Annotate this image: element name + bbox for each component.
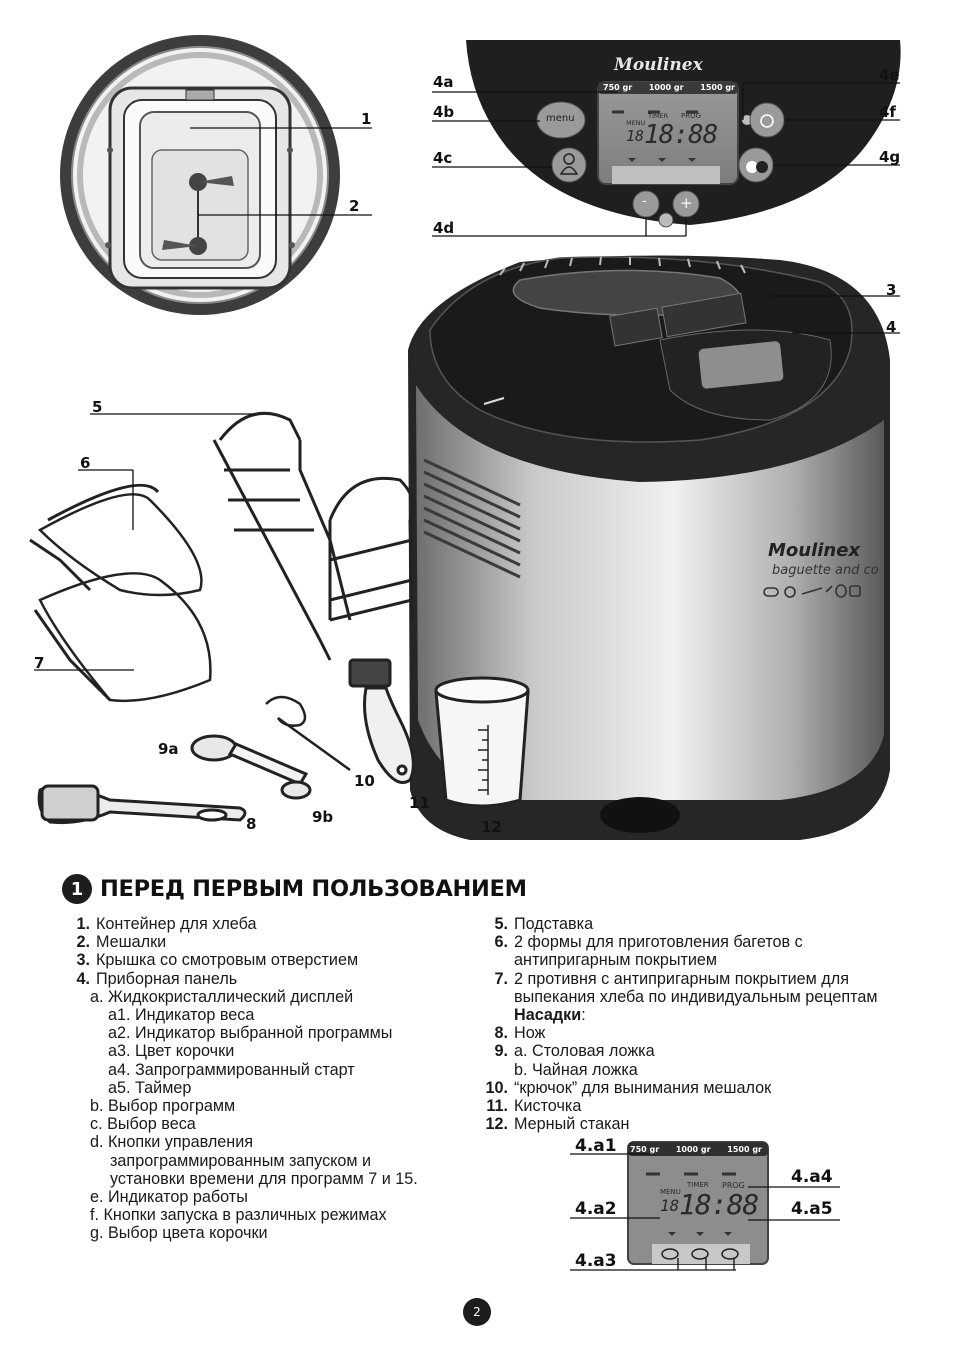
lcd-detail [570,1141,840,1271]
callout-2: 2 [349,197,360,215]
callout-4a1: 4.a1 [575,1136,617,1156]
list-item: 3.Крышка со смотровым отверстием [76,951,359,970]
sub-item-a3: a3. Цвет корочки [108,1042,235,1061]
weight-1500: 1500 gr [727,1145,762,1154]
sub-item-b: b. Выбор программ [90,1097,236,1116]
sub-item-f: f. Кнопки запуска в различных режимах [90,1206,387,1225]
section-number-badge: 1 [62,874,92,904]
left-list: 1.Контейнер для хлеба 2.Мешалки 3.Крышка… [62,915,482,1243]
sub-item-e: e. Индикатор работы [90,1188,248,1207]
lcd-detail-digits: 18 [660,1196,680,1215]
callout-12: 12 [481,818,502,836]
callout-4d: 4d [433,219,455,237]
list-item: 11.Кисточка [486,1097,582,1116]
weight-1000: 1000 gr [648,83,684,92]
machine-brand: Moulinex [768,540,861,561]
list-item: 1.Контейнер для хлеба [76,915,257,933]
accessories [29,411,530,824]
product-illustration: Moulinex baguette and co [29,35,901,841]
callout-4a5: 4.a5 [791,1199,833,1219]
callout-4b: 4b [433,103,455,121]
callout-4e: 4e [879,66,900,84]
callout-3: 3 [886,281,897,299]
lcd-detail-time: 18:88 [679,1188,759,1221]
callout-9a: 9a [158,740,179,758]
callout-9b: 9b [312,808,334,826]
accessories-heading: Насадки: [514,1006,586,1025]
weight-750: 750 gr [630,1145,660,1154]
sub-item-a5: a5. Таймер [108,1078,192,1097]
list-item: 10.“крючок” для вынимания мешалок [485,1078,772,1097]
weight-1500: 1500 gr [700,83,735,92]
callout-8: 8 [246,815,257,833]
lcd-menu-label: MENU [626,119,646,127]
callout-4g: 4g [879,148,901,166]
list-item: 12.Мерный стакан [485,1115,630,1134]
callout-1: 1 [361,110,372,128]
sub-item-a1: a1. Индикатор веса [108,1006,255,1025]
sub-item-a4: a4. Запрограммированный старт [108,1060,355,1079]
lcd-program-digits: 18 [626,127,645,145]
panel-brand: Moulinex [614,55,703,75]
plus-button[interactable]: + [680,194,693,212]
page-number: 2 [463,1298,491,1326]
lcd-detail-weights: 750 gr 1000 gr 1500 gr [630,1145,762,1154]
sub-item-a2: a2. Индикатор выбранной программы [108,1024,393,1043]
sub-item-a: a. Жидкокристаллический дисплей [90,987,354,1006]
callout-4a2: 4.a2 [575,1199,617,1219]
list-item: 8.Нож [494,1024,546,1043]
minus-button[interactable]: - [642,194,647,209]
right-list: 5.Подставка 6.2 формы для приготовления … [480,915,920,1133]
list-item: 2.Мешалки [76,933,167,952]
callout-4a3: 4.a3 [575,1251,617,1271]
control-panel-detail [466,40,901,228]
menu-button[interactable]: menu [546,113,575,124]
callout-6: 6 [80,454,91,472]
sub-item-d-line3: установки времени для программ 7 и 15. [110,1169,418,1188]
lcd-detail-prog: PROG [722,1181,745,1190]
list-item: выпекания хлеба по индивидуальным рецепт… [514,987,878,1006]
weight-750: 750 gr [603,83,633,92]
panel-weights: 750 gr 1000 gr 1500 gr [603,83,735,92]
list-item: 5.Подставка [494,915,594,933]
callout-4f: 4f [879,103,896,121]
section-heading: 1 ПЕРЕД ПЕРВЫМ ПОЛЬЗОВАНИЕМ [62,874,527,904]
section-title: ПЕРЕД ПЕРВЫМ ПОЛЬЗОВАНИЕМ [100,876,527,902]
callout-11: 11 [409,794,430,812]
list-item: 9.a. Столовая ложка [494,1042,655,1061]
sub-item-g: g. Выбор цвета корочки [90,1224,268,1243]
bread-pan-detail [60,35,340,315]
sub-item-d-line2: запрограммированным запуском и [110,1151,372,1170]
sub-item-d: d. Кнопки управления [90,1133,254,1152]
callout-4a4: 4.a4 [791,1167,833,1187]
list-item: 6.2 формы для приготовления багетов с [494,933,803,952]
list-item: 4.Приборная панель [76,969,238,988]
callout-4a: 4a [433,73,454,91]
sub-item-c: c. Выбор веса [90,1115,196,1134]
lcd-detail-menu: MENU [660,1188,681,1196]
lcd-time-digits: 18:88 [644,120,718,150]
lcd-timer-label: TIMER [648,112,669,120]
callout-7: 7 [34,654,45,672]
list-item: антипригарным покрытием [514,951,718,970]
weight-1000: 1000 gr [675,1145,711,1154]
callout-10: 10 [354,772,375,790]
machine-model: baguette and co [772,563,879,578]
callout-4c: 4c [433,149,453,167]
list-item: 7.2 противня с антипригарным покрытием д… [494,969,849,988]
list-item: b. Чайная ложка [514,1060,638,1079]
lcd-detail-timer: TIMER [687,1181,709,1189]
lcd-prog-label: PROG [681,112,702,120]
callout-4: 4 [886,318,897,336]
callout-5: 5 [92,398,103,416]
